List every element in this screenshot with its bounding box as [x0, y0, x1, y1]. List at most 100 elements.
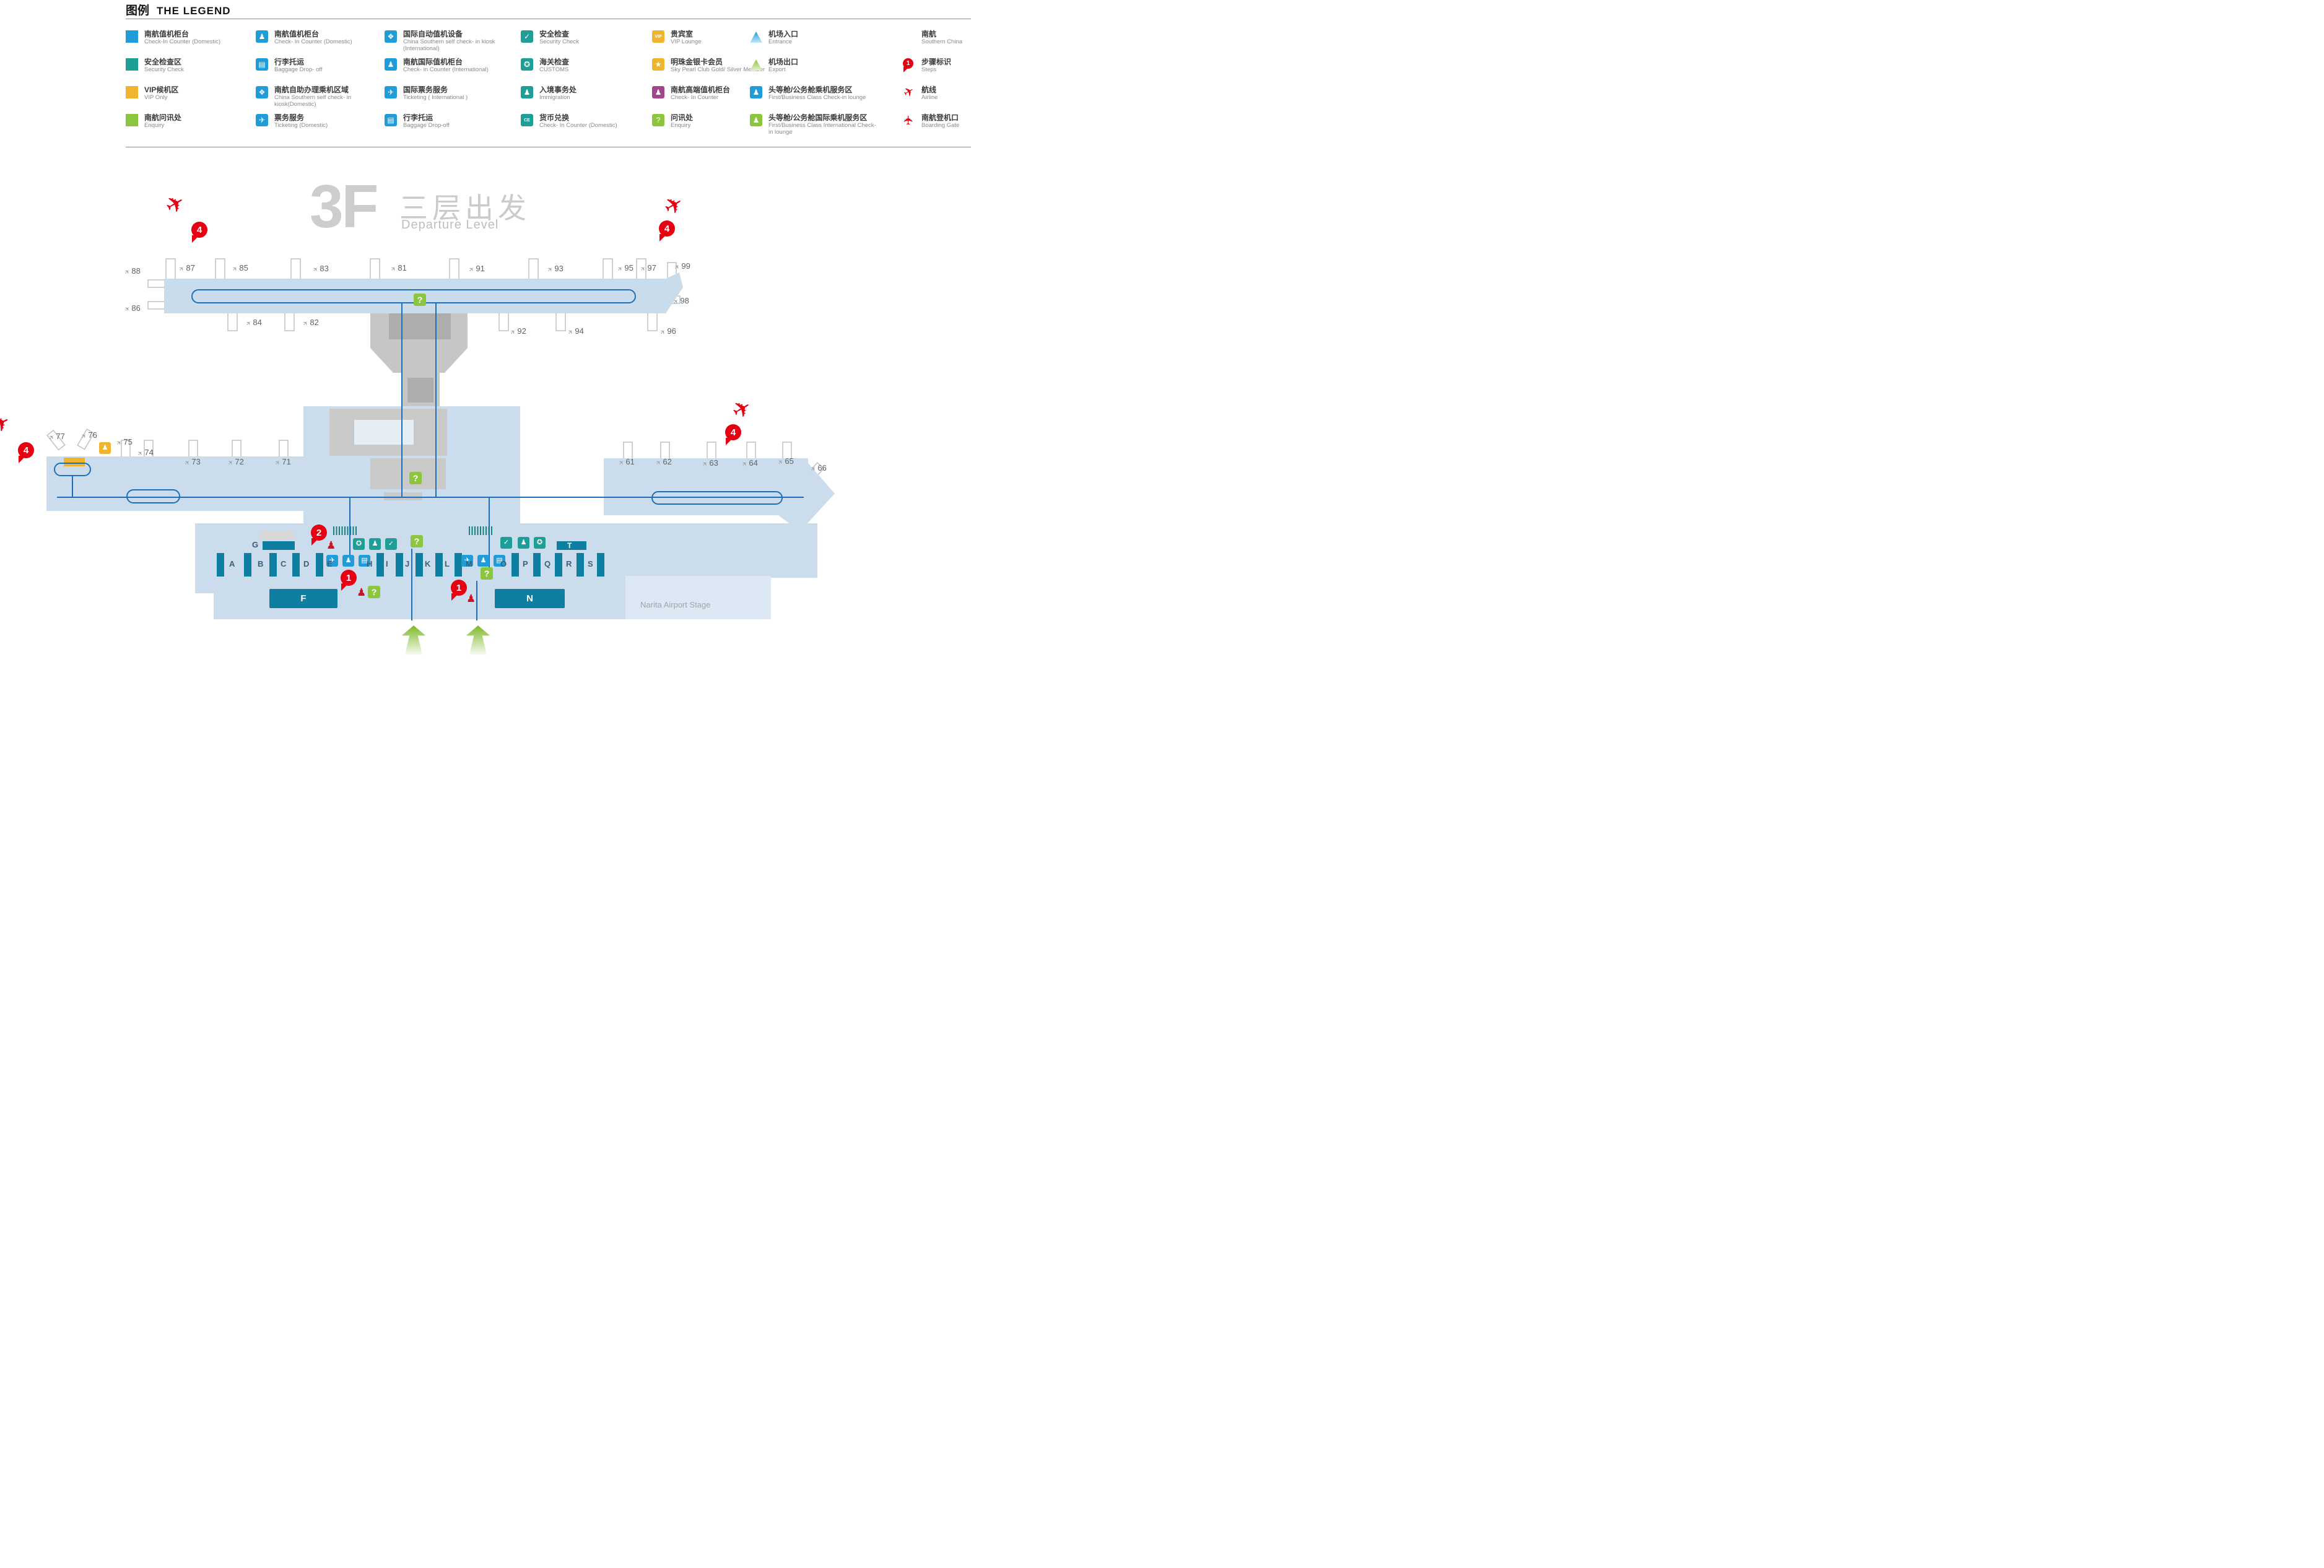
vip-area-icon [126, 86, 138, 98]
gate-plane-icon: ✈ [546, 265, 555, 274]
legend-label-zh: 机场入口 [768, 30, 799, 38]
immigration-icon: ♟ [518, 537, 529, 549]
gate-75: ✈75 [115, 437, 133, 448]
gate-plane-icon: ✈ [672, 297, 681, 307]
checkin-zone-D: D [303, 559, 310, 568]
legend-title-zh: 图例 [126, 4, 150, 17]
baggage-icon: ▤ [494, 555, 505, 567]
gate-plane-icon: ✈ [178, 264, 187, 274]
gate-91: ✈91 [468, 264, 485, 274]
first-business-lounge-icon: ♟ [750, 86, 762, 98]
checkin-zone-O: O [500, 559, 507, 568]
gate-81: ✈81 [390, 263, 407, 274]
gate-plane-icon: ✈ [659, 328, 668, 337]
gate-plane-icon: ✈ [701, 460, 710, 469]
gate-number: 87 [186, 263, 195, 272]
boarding-gate-plane-icon: ✈ [727, 393, 757, 425]
gate-plane-icon: ✈ [245, 319, 254, 328]
gate-plane-icon: ✈ [390, 264, 399, 274]
gate-plane-icon: ✈ [617, 458, 627, 468]
legend-label-en: VIP Lounge [671, 38, 702, 45]
checkin-zone-A: A [229, 559, 235, 568]
gate-77: ✈77 [48, 432, 65, 442]
gate-number: 92 [517, 326, 526, 336]
checkin-counter-icon: ♟ [256, 30, 268, 43]
gate-number: 76 [88, 430, 97, 440]
gate-plane-icon: ✈ [616, 264, 625, 274]
ticketing-domestic-icon: ✈ [256, 114, 268, 126]
gate-92: ✈92 [509, 326, 526, 337]
enquiry-icon: ? [414, 294, 426, 306]
gate-plane-icon: ✈ [123, 305, 133, 314]
legend-label-en: Sky Pearl Club Gold/ Silver Member [671, 66, 765, 73]
legend-label-en: Steps [921, 66, 937, 73]
step-pin-4: 4 [725, 424, 741, 440]
floor-title-zh: 三层出发 [399, 192, 531, 224]
enquiry-icon: ? [481, 567, 493, 580]
vip-lounge-icon: ♟ [99, 442, 111, 454]
security-check-icon: ✓ [385, 538, 397, 550]
steps-pin-icon: 1 [903, 58, 913, 69]
legend-label-zh: 国际自动值机设备 [403, 30, 463, 38]
gate-plane-icon: ✈ [302, 319, 311, 328]
checkin-zone-M: M [466, 559, 472, 568]
immigration-icon: ♟ [521, 86, 533, 98]
self-kiosk-domestic-icon: ❖ [256, 86, 268, 98]
security-check-icon: ✓ [500, 537, 512, 549]
gate-61: ✈61 [617, 457, 635, 468]
checkin-domestic-area-icon [126, 30, 138, 43]
legend-label-en: Southern China [921, 38, 963, 45]
gate-number: 65 [785, 456, 794, 466]
gate-number: 66 [817, 463, 827, 473]
gate-plane-icon: ✈ [741, 460, 750, 469]
security-lanes [469, 526, 494, 535]
checkin-zone-P: P [523, 559, 528, 568]
gate-87: ✈87 [178, 263, 195, 274]
gate-99: ✈99 [673, 261, 690, 271]
gate-plane-icon: ✈ [115, 438, 124, 448]
ticketing-icon: ✈ [326, 555, 338, 567]
legend-label-en: First/Business Class International Check… [768, 122, 876, 136]
security-check-icon: ✓ [521, 30, 533, 43]
gate-62: ✈62 [655, 457, 672, 467]
gate-plane-icon: ✈ [809, 464, 819, 474]
checkin-zone-H: H [367, 559, 373, 568]
legend-label-zh: 南航国际值机柜台 [403, 58, 463, 66]
legend-label-en: Check-In Counter (Domestic) [144, 38, 221, 45]
gate-plane-icon: ✈ [123, 268, 133, 277]
gate-number: 81 [398, 263, 407, 272]
security-area-icon [126, 58, 138, 71]
gate-number: 91 [476, 264, 485, 273]
legend-label-zh: 入境事务处 [539, 85, 577, 94]
legend-label-en: Enquiry [671, 122, 691, 129]
gate-72: ✈72 [227, 457, 244, 467]
legend-label-zh: VIP候机区 [144, 85, 179, 94]
legend-label-zh: 南航 [921, 30, 937, 38]
gate-number: 88 [131, 266, 141, 276]
gate-number: 71 [282, 457, 291, 466]
legend-label-zh: 南航值机柜台 [144, 30, 189, 38]
legend-label-en: First/Business Class Check-in lounge [768, 94, 866, 101]
legend-label-zh: 国际票务服务 [403, 85, 448, 94]
legend-label-zh: 问讯处 [671, 113, 694, 122]
legend-label-zh: 航线 [921, 85, 937, 94]
security-lanes [333, 526, 357, 535]
checkin-zone-C: C [281, 559, 287, 568]
gate-plane-icon: ✈ [509, 328, 518, 337]
gate-71: ✈71 [274, 457, 291, 467]
legend-label-zh: 行李托运 [403, 113, 433, 122]
legend-label-zh: 安全检查 [539, 30, 570, 38]
legend-label-en: Check- In Counter (Domestic) [539, 122, 617, 129]
baggage-icon: ▤ [359, 555, 370, 567]
gate-65: ✈65 [777, 456, 794, 466]
